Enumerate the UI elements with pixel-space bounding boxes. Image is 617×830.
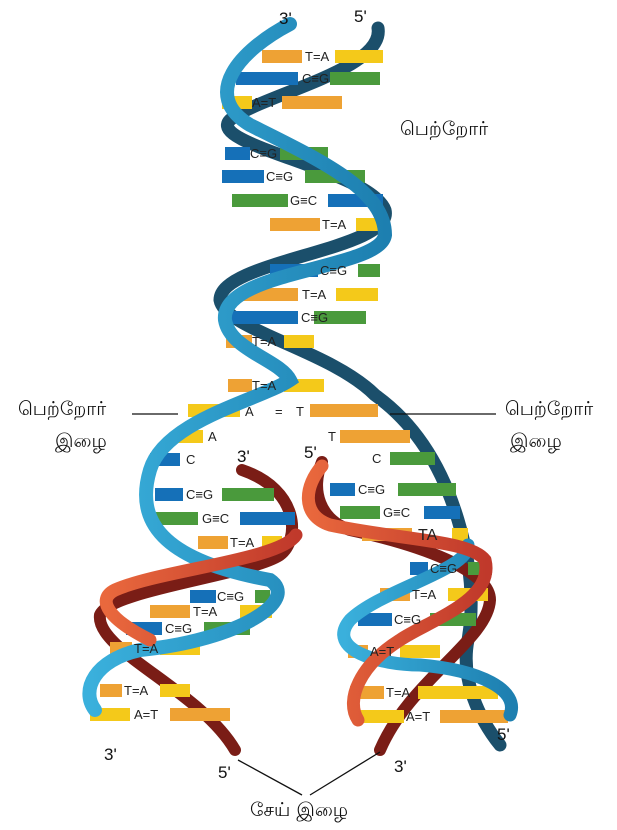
parent-strand-right-label: இழை <box>510 430 562 453</box>
end-label-top-right: 5' <box>354 7 367 26</box>
bp-label: T=A <box>412 587 437 602</box>
bp-label: TA <box>418 527 438 544</box>
bp-label: A=T <box>406 709 430 724</box>
parent-molecule-label: பெற்றோர் <box>400 118 488 140</box>
bp-label: C≡G <box>358 482 385 497</box>
daughter-strand-label: சேய் இழை <box>250 799 348 822</box>
bp-label: A=T <box>252 95 276 110</box>
bp-label: C≡G <box>430 561 457 576</box>
bp-label: C≡G <box>217 589 244 604</box>
bp-label: T=A <box>124 683 149 698</box>
bp-label: A=T <box>134 707 158 722</box>
bp-label: T=A <box>302 287 327 302</box>
left-unpaired-base: A <box>208 429 217 444</box>
bp-label: T=A <box>386 685 411 700</box>
left-daughter-front <box>106 535 296 640</box>
parent-strand-left-label: இழை <box>55 430 107 453</box>
end-label-bottom-left-inner: 5' <box>218 763 231 782</box>
bp-label: T=A <box>305 49 330 64</box>
bp-label: C≡G <box>301 310 328 325</box>
bp-label: T=A <box>193 604 218 619</box>
bp-label: A=T <box>370 644 394 659</box>
bp-label: G≡C <box>202 511 229 526</box>
bp-label: C≡G <box>186 487 213 502</box>
end-label-fork-left: 3' <box>237 447 250 466</box>
parent-strand-right-label: பெற்றோர் <box>505 398 593 420</box>
bp-label: T=A <box>252 334 277 349</box>
bp-label: C≡G <box>165 621 192 636</box>
parent-strand-left-label: பெற்றோர் <box>18 398 106 420</box>
end-label-bottom-right-inner: 3' <box>394 757 407 776</box>
end-label-bottom-right-outer: 5' <box>497 725 510 744</box>
right-unpaired-base: T <box>328 429 336 444</box>
end-label-fork-right: 5' <box>304 443 317 462</box>
fork-eq: = <box>275 404 283 419</box>
bp-label: C≡G <box>250 146 277 161</box>
end-label-top-left: 3' <box>279 9 292 28</box>
bp-label: C≡G <box>266 169 293 184</box>
left-unpaired-base: C <box>186 452 195 467</box>
bp-label: C≡G <box>302 71 329 86</box>
fork-right-base: T <box>296 404 304 419</box>
fork-left-base: A <box>245 404 254 419</box>
bp-label: G≡C <box>290 193 317 208</box>
bp-label: G≡C <box>383 505 410 520</box>
bp-label: T=A <box>134 641 159 656</box>
bp-label: T=A <box>252 378 277 393</box>
right-unpaired-base: C <box>372 451 381 466</box>
bp-label: C≡G <box>394 612 421 627</box>
end-label-bottom-left-outer: 3' <box>104 745 117 764</box>
bp-label: T=A <box>230 535 255 550</box>
bp-label: C≡G <box>320 263 347 278</box>
bp-label: T=A <box>322 217 347 232</box>
